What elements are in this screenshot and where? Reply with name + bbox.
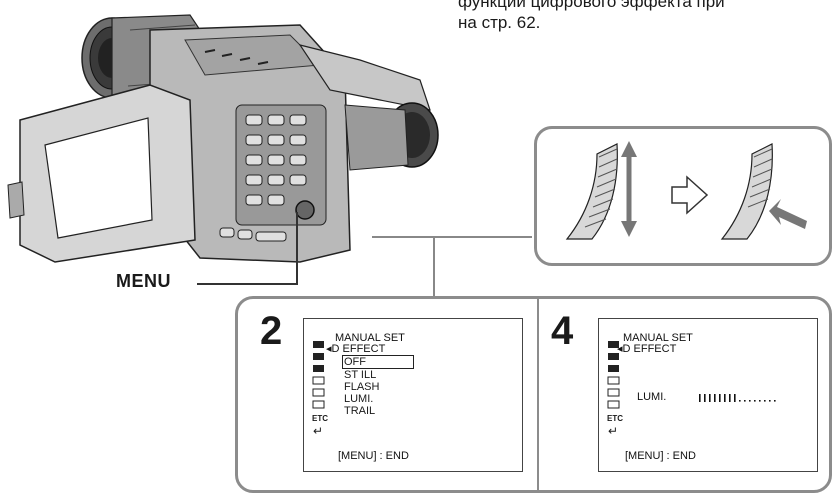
lumi-level-ticks bbox=[699, 394, 776, 402]
lumi-tick-filled bbox=[714, 394, 716, 402]
dial-turn-graphic bbox=[565, 141, 637, 240]
camcorder-menu-button bbox=[295, 200, 315, 220]
lumi-tick-filled bbox=[734, 394, 736, 402]
menu-item-d-effect: ◂D EFFECT bbox=[326, 343, 386, 355]
lumi-tick-empty bbox=[759, 400, 761, 402]
camcorder-body bbox=[149, 24, 439, 263]
menu-callout-line-vertical bbox=[296, 212, 298, 285]
lumi-tick-empty bbox=[744, 400, 746, 402]
lumi-tick-empty bbox=[749, 400, 751, 402]
camcorder-illustration bbox=[7, 14, 439, 263]
lumi-tick-filled bbox=[719, 394, 721, 402]
menu-footer: [MENU] : END bbox=[625, 450, 696, 462]
lumi-tick-empty bbox=[754, 400, 756, 402]
option-still: ST ILL bbox=[344, 369, 377, 381]
effect-options-list: OFF ST ILL FLASH LUMI. TRAIL bbox=[342, 355, 414, 417]
menu-footer: [MENU] : END bbox=[338, 450, 409, 462]
camcorder-lcd-panel bbox=[7, 84, 196, 263]
menu-icon-column bbox=[312, 339, 326, 433]
lumi-level-bar bbox=[697, 391, 787, 409]
option-flash: FLASH bbox=[344, 381, 380, 393]
lumi-tick-filled bbox=[729, 394, 731, 402]
menu-icons bbox=[312, 341, 325, 409]
menu-title: MANUAL SET bbox=[623, 332, 693, 344]
menu-callout-line bbox=[197, 283, 297, 285]
menu-callout-label: MENU bbox=[116, 271, 171, 291]
lumi-tick-empty bbox=[774, 400, 776, 402]
arrow-right-icon bbox=[671, 175, 709, 215]
menu-item-d-effect: ◂D EFFECT bbox=[617, 343, 677, 355]
return-icon: ↵ bbox=[608, 424, 619, 438]
intro-text: функций цифрового эффекта при на стр. 62… bbox=[458, 0, 725, 32]
menu-screen-step2: ETC ↵ MANUAL SET ◂D EFFECT OFF ST ILL FL… bbox=[303, 318, 523, 472]
dial-illustration bbox=[565, 141, 807, 240]
etc-label: ETC bbox=[312, 414, 328, 423]
return-icon: ↵ bbox=[313, 424, 324, 438]
lumi-tick-empty bbox=[739, 400, 741, 402]
lumi-tick-filled bbox=[709, 394, 711, 402]
dial-illustration-box bbox=[534, 126, 832, 266]
lumi-tick-empty bbox=[769, 400, 771, 402]
etc-label: ETC bbox=[607, 414, 623, 423]
dial-press-graphic bbox=[720, 143, 807, 240]
option-trail: TRAIL bbox=[344, 405, 376, 417]
steps-divider bbox=[537, 298, 539, 491]
lumi-tick-filled bbox=[704, 394, 706, 402]
menu-item-label: D EFFECT bbox=[331, 343, 386, 355]
step-number-2: 2 bbox=[260, 309, 283, 353]
menu-title: MANUAL SET bbox=[335, 332, 405, 344]
menu-screen-step4: ETC ↵ MANUAL SET ◂D EFFECT LUMI. [MENU] … bbox=[598, 318, 818, 472]
lumi-tick-filled bbox=[724, 394, 726, 402]
connector-line-vertical bbox=[433, 236, 435, 298]
lumi-tick-empty bbox=[764, 400, 766, 402]
menu-item-label: D EFFECT bbox=[622, 343, 677, 355]
lumi-tick-filled bbox=[699, 394, 701, 402]
step-number-4: 4 bbox=[551, 309, 574, 353]
option-lumi: LUMI. bbox=[344, 393, 374, 405]
lumi-setting-label: LUMI. bbox=[637, 391, 667, 403]
option-off: OFF bbox=[342, 355, 414, 369]
menu-icons bbox=[607, 341, 620, 409]
connector-line bbox=[372, 236, 532, 238]
menu-icon-column bbox=[607, 339, 621, 433]
